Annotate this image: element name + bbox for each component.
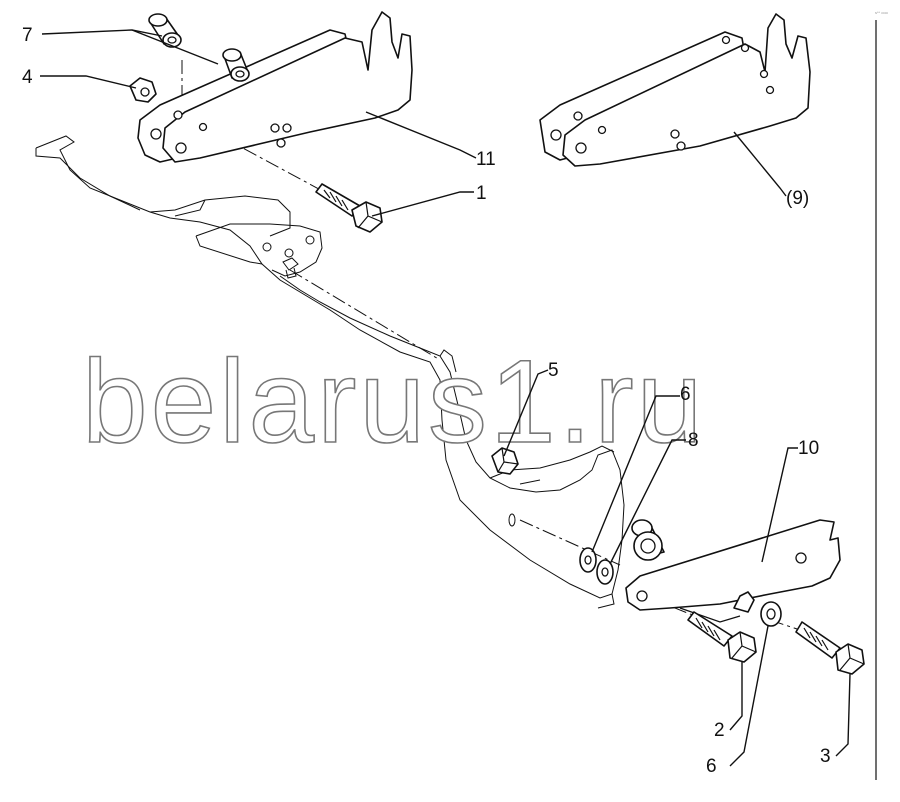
- corner-mark: s** ooo: [875, 10, 889, 15]
- bolt-2: [687, 611, 757, 663]
- callout-8: 8: [688, 430, 699, 451]
- callout-9: (9): [786, 188, 809, 209]
- washer-6-mid: [596, 559, 614, 585]
- callout-1: 1: [476, 183, 487, 204]
- bushing-7-upper: [148, 13, 182, 48]
- bracket-11: [137, 11, 413, 163]
- bolt-1: [315, 183, 383, 233]
- watermark: belarus1.ru: [82, 336, 705, 468]
- washer-6-left: [579, 547, 597, 573]
- callout-2: 2: [714, 720, 725, 741]
- callout-5: 5: [548, 360, 559, 381]
- bolt-3: [795, 621, 865, 675]
- bushing-8: [631, 519, 665, 561]
- lever-10: [625, 519, 841, 623]
- callout-3: 3: [820, 746, 831, 767]
- nut-4: [129, 77, 157, 103]
- callout-11: 11: [476, 149, 496, 170]
- nut-5: [491, 447, 519, 475]
- callout-7: 7: [22, 25, 33, 46]
- callout-10: 10: [798, 438, 819, 459]
- callout-4: 4: [22, 67, 33, 88]
- pedal-lever-body: [35, 135, 625, 609]
- washer-6-lower: [760, 601, 782, 627]
- bracket-9: [539, 13, 811, 167]
- callout-6-lower: 6: [706, 756, 717, 777]
- leader-lines: [40, 29, 851, 767]
- callout-6-upper: 6: [680, 384, 691, 405]
- bushing-7-lower: [222, 48, 250, 82]
